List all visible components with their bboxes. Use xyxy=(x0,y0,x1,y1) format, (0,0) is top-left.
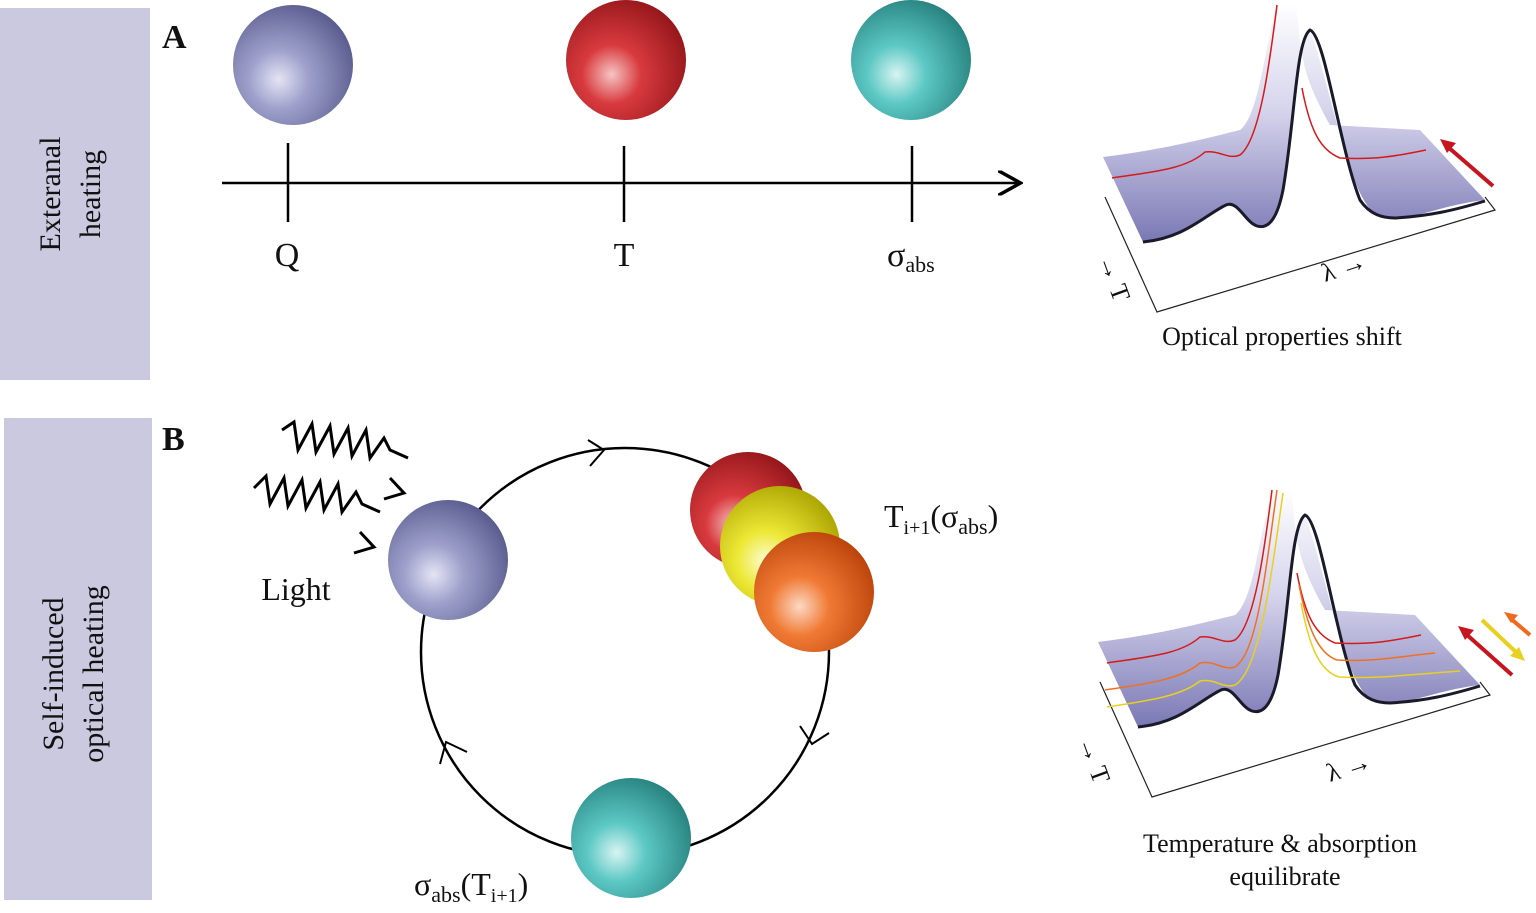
sigma-label: σabs(Ti+1) xyxy=(414,866,528,907)
temperature-label: Ti+1(σabs) xyxy=(884,498,998,539)
label-sigma: σabs xyxy=(887,237,935,277)
cycle-arrow-left xyxy=(439,740,468,765)
plot-b-caption-2: equilibrate xyxy=(1229,862,1340,891)
plot-a-caption: Optical properties shift xyxy=(1162,322,1402,351)
plot-b-caption-1: Temperature & absorption xyxy=(1143,829,1417,858)
panel-b-label-box xyxy=(4,418,152,900)
panel-a-letter: A xyxy=(162,19,187,56)
panel-b-side-label-1: Self-induced xyxy=(37,597,70,750)
panel-a-side-label-2: heating xyxy=(74,150,107,238)
plot-equilibrate: → T λ → Temperature & absorption equilib… xyxy=(1072,486,1532,891)
teal-sphere xyxy=(851,0,971,120)
light-label: Light xyxy=(261,571,330,607)
light-waves xyxy=(252,419,409,555)
red-shift-arrow xyxy=(1446,145,1495,188)
label-t: T xyxy=(614,237,635,274)
t-axis-label: → T xyxy=(1092,250,1136,305)
red-arrow xyxy=(1464,632,1514,677)
blue-sphere-cycle xyxy=(388,500,508,620)
t-axis-label-b: → T xyxy=(1072,732,1116,787)
orange-arrow xyxy=(1508,616,1532,637)
panel-a-label-box xyxy=(0,8,150,380)
plot-optical-shift: → T λ → Optical properties shift xyxy=(1092,1,1497,351)
panel-a-side-label-1: Exteranal xyxy=(34,137,67,252)
cycle-arrow-right xyxy=(799,725,830,746)
panel-b-letter: B xyxy=(162,421,185,458)
panel-b-side-label-2: optical heating xyxy=(77,585,110,762)
lambda-axis-label: λ → xyxy=(1318,246,1370,288)
orange-sphere-cycle xyxy=(754,532,874,652)
teal-sphere-cycle xyxy=(571,778,691,898)
blue-sphere xyxy=(233,5,353,125)
label-q: Q xyxy=(275,237,300,274)
lambda-axis-label-b: λ → xyxy=(1323,746,1375,788)
yellow-arrow xyxy=(1480,618,1520,656)
red-sphere xyxy=(566,0,686,120)
cycle-arrow-top xyxy=(587,439,606,467)
